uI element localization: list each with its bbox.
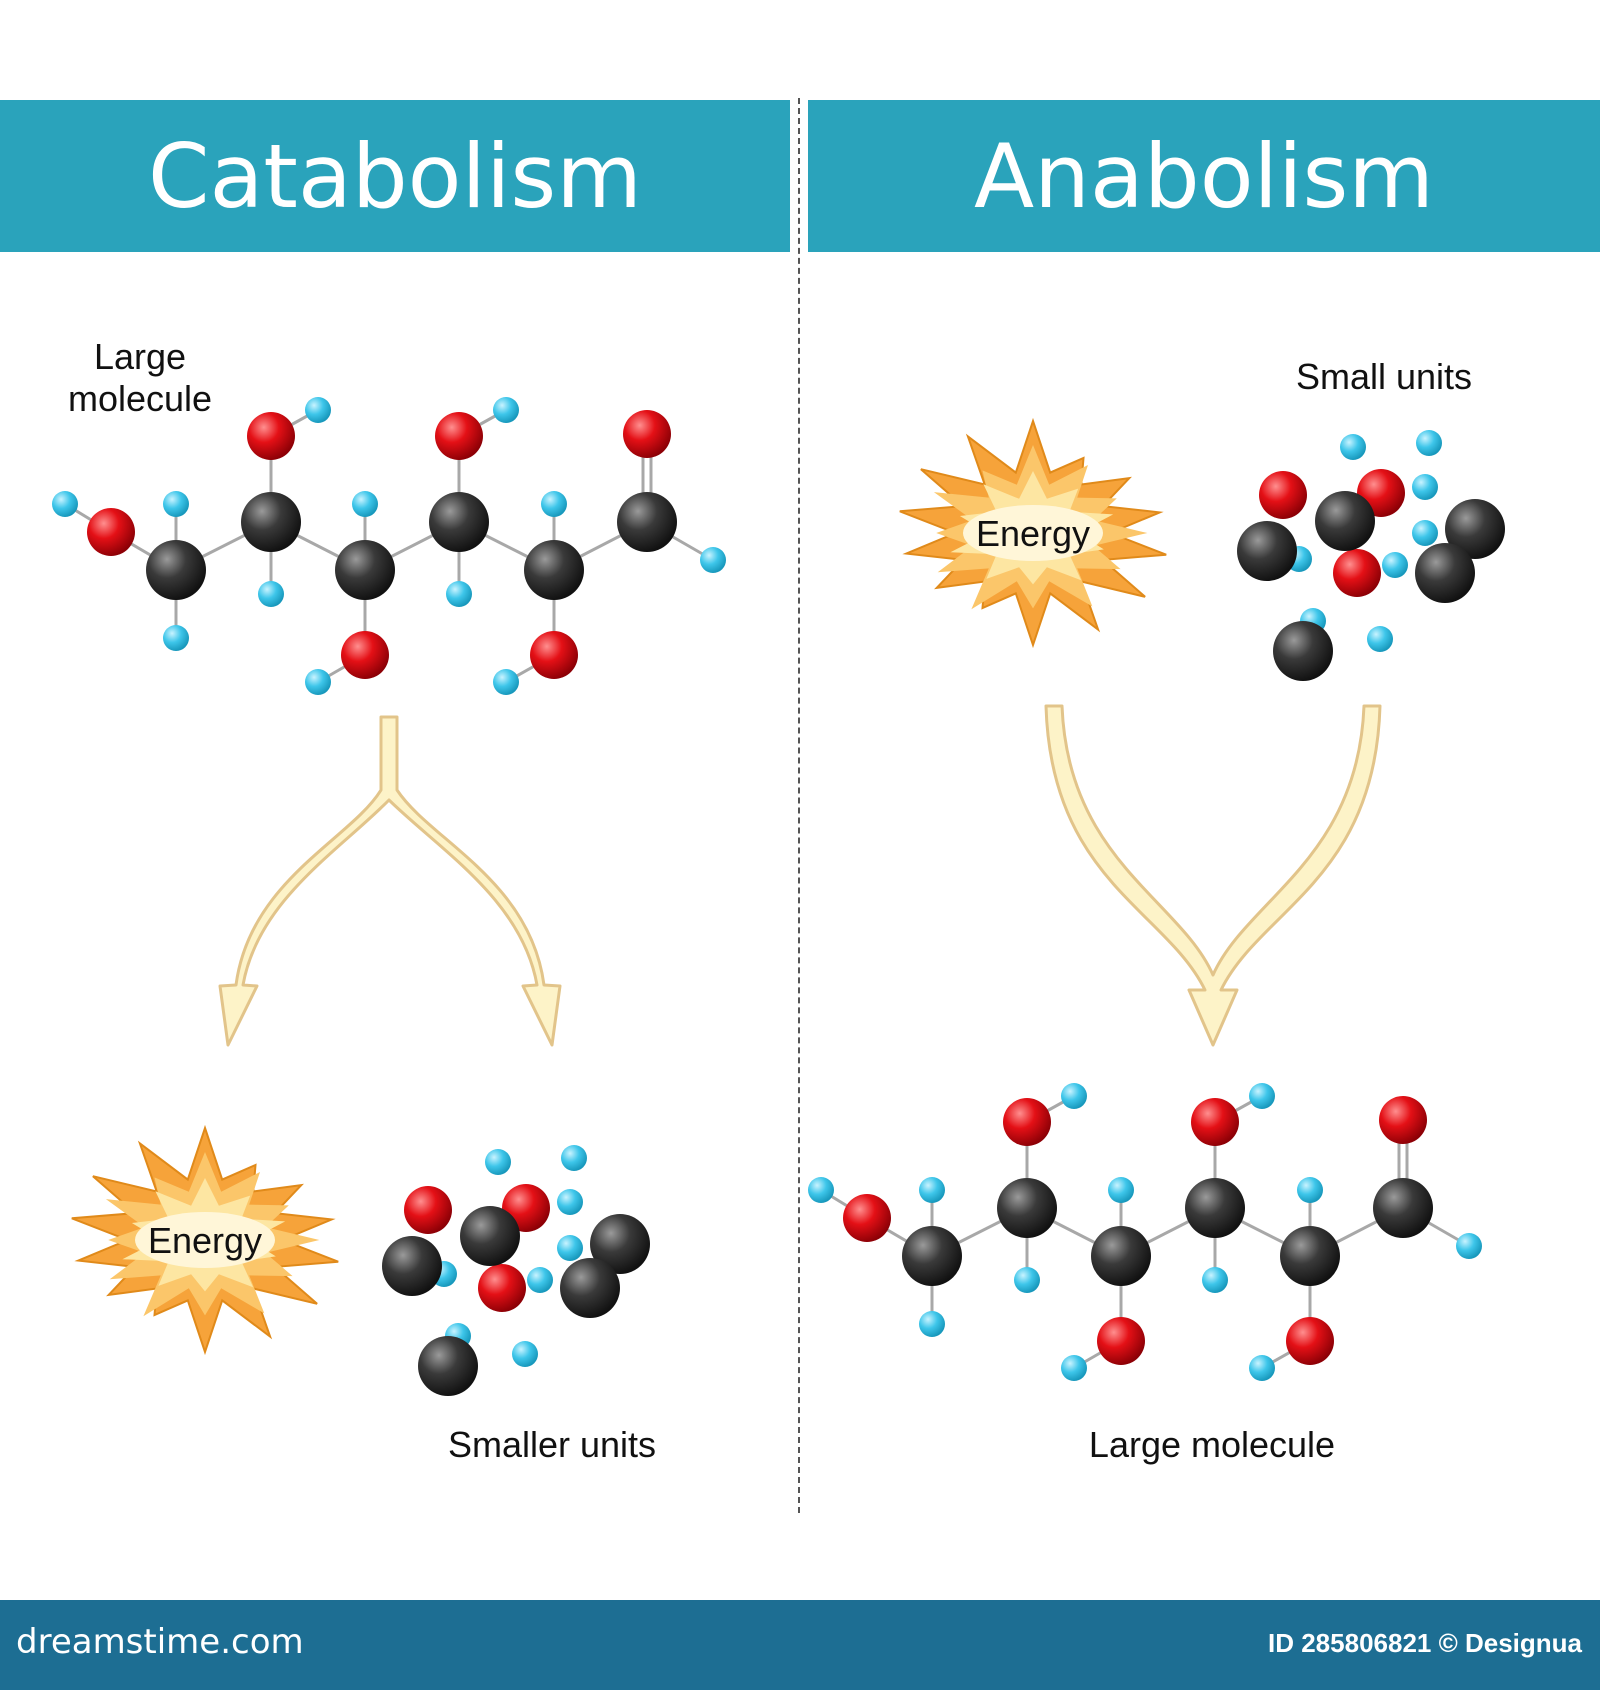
hydrogen-atom: [919, 1311, 945, 1337]
carbon-atom: [429, 492, 489, 552]
hydrogen-atom: [541, 491, 567, 517]
carbon-atom: [146, 540, 206, 600]
hydrogen-atom: [493, 397, 519, 423]
large-molecule-anabolism-icon: [808, 1083, 1482, 1381]
carbon-atom: [902, 1226, 962, 1286]
hydrogen-atom: [352, 491, 378, 517]
carbon-atom: [1091, 1226, 1151, 1286]
anabolism-input-label: Small units: [1295, 356, 1473, 397]
carbon-atom: [590, 1214, 650, 1274]
carbon-atom: [418, 1336, 478, 1396]
footer-site-name: dreamstime.com: [16, 1622, 304, 1662]
hydrogen-atom: [1061, 1083, 1087, 1109]
hydrogen-atom: [163, 625, 189, 651]
hydrogen-atom: [163, 491, 189, 517]
hydrogen-atom: [258, 581, 284, 607]
large-molecule-catabolism-icon: [52, 397, 726, 695]
hydrogen-atom: [1108, 1177, 1134, 1203]
hydrogen-atom: [1249, 1083, 1275, 1109]
hydrogen-atom: [557, 1235, 583, 1261]
energy-label-anabolism: Energy: [976, 513, 1090, 554]
hydrogen-atom: [305, 397, 331, 423]
carbon-atom: [997, 1178, 1057, 1238]
energy-label-catabolism: Energy: [148, 1220, 262, 1261]
carbon-atom: [241, 492, 301, 552]
oxygen-atom: [1286, 1317, 1334, 1365]
hydrogen-atom: [700, 547, 726, 573]
oxygen-atom: [1003, 1098, 1051, 1146]
catabolism-input-label: Large molecule: [67, 336, 213, 419]
catabolism-header: Catabolism: [0, 100, 790, 252]
carbon-atom: [1315, 491, 1375, 551]
oxygen-atom: [435, 412, 483, 460]
carbon-atom: [1185, 1178, 1245, 1238]
energy-burst-anabolism-icon: Energy: [899, 417, 1167, 649]
oxygen-atom: [341, 631, 389, 679]
hydrogen-atom: [919, 1177, 945, 1203]
oxygen-atom: [478, 1264, 526, 1312]
oxygen-atom: [1333, 549, 1381, 597]
oxygen-atom: [1259, 471, 1307, 519]
carbon-atom: [1373, 1178, 1433, 1238]
hydrogen-atom: [1340, 434, 1366, 460]
oxygen-atom: [404, 1186, 452, 1234]
hydrogen-atom: [512, 1341, 538, 1367]
carbon-atom: [1445, 499, 1505, 559]
hydrogen-atom: [1061, 1355, 1087, 1381]
carbon-atom: [1415, 543, 1475, 603]
hydrogen-atom: [493, 669, 519, 695]
carbon-atom: [524, 540, 584, 600]
oxygen-atom: [87, 508, 135, 556]
hydrogen-atom: [1416, 430, 1442, 456]
hydrogen-atom: [1382, 552, 1408, 578]
carbon-atom: [1237, 521, 1297, 581]
hydrogen-atom: [1412, 520, 1438, 546]
small-units-icon: [1237, 430, 1505, 681]
footer-bar: dreamstime.com ID 285806821 © Designua: [0, 1600, 1600, 1690]
merge-arrow-icon: [1044, 704, 1382, 1047]
carbon-atom: [382, 1236, 442, 1296]
hydrogen-atom: [305, 669, 331, 695]
hydrogen-atom: [557, 1189, 583, 1215]
carbon-atom: [617, 492, 677, 552]
anabolism-header: Anabolism: [808, 100, 1600, 252]
carbon-atom: [560, 1258, 620, 1318]
carbon-atom: [460, 1206, 520, 1266]
hydrogen-atom: [52, 491, 78, 517]
oxygen-atom: [1097, 1317, 1145, 1365]
catabolism-title: Catabolism: [148, 124, 642, 228]
hydrogen-atom: [1014, 1267, 1040, 1293]
carbon-atom: [1280, 1226, 1340, 1286]
hydrogen-atom: [1202, 1267, 1228, 1293]
smaller-units-icon: [382, 1145, 650, 1396]
hydrogen-atom: [1456, 1233, 1482, 1259]
footer-image-id: ID 285806821 © Designua: [1268, 1628, 1582, 1658]
oxygen-atom: [1191, 1098, 1239, 1146]
carbon-atom: [335, 540, 395, 600]
carbon-atom: [1273, 621, 1333, 681]
hydrogen-atom: [527, 1267, 553, 1293]
hydrogen-atom: [1412, 474, 1438, 500]
oxygen-atom: [530, 631, 578, 679]
oxygen-atom: [623, 410, 671, 458]
oxygen-atom: [1379, 1096, 1427, 1144]
anabolism-title: Anabolism: [973, 124, 1435, 228]
split-arrow-icon: [218, 715, 562, 1047]
hydrogen-atom: [1249, 1355, 1275, 1381]
hydrogen-atom: [446, 581, 472, 607]
hydrogen-atom: [808, 1177, 834, 1203]
hydrogen-atom: [561, 1145, 587, 1171]
hydrogen-atom: [485, 1149, 511, 1175]
panel-divider: [798, 98, 800, 1513]
energy-burst-catabolism-icon: Energy: [71, 1124, 339, 1356]
catabolism-output-label: Smaller units: [447, 1424, 657, 1465]
hydrogen-atom: [1297, 1177, 1323, 1203]
hydrogen-atom: [1367, 626, 1393, 652]
oxygen-atom: [247, 412, 295, 460]
oxygen-atom: [843, 1194, 891, 1242]
anabolism-output-label: Large molecule: [1088, 1424, 1336, 1465]
